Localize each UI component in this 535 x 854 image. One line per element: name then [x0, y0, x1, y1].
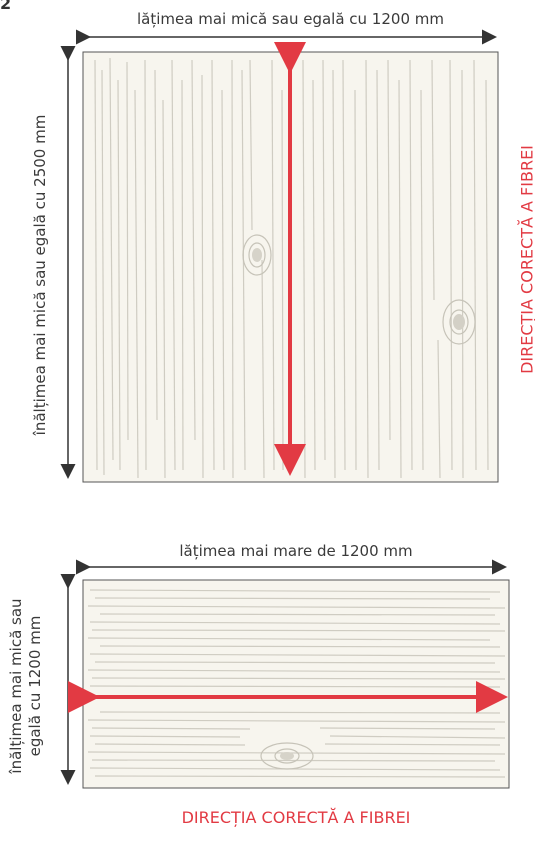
top-grain-direction-label: DIRECȚIA CORECTĂ A FIBREI: [517, 145, 535, 374]
bottom-width-label: lățimea mai mare de 1200 mm: [179, 542, 413, 560]
bottom-height-label: înălțimea mai mică sau egală cu 1200 mm: [7, 581, 45, 791]
top-width-label: lățimea mai mică sau egală cu 1200 mm: [137, 10, 444, 28]
grain-texture-vertical: [94, 57, 489, 479]
wood-knots: [242, 234, 476, 345]
bottom-height-label-line2: egală cu 1200 mm: [26, 615, 44, 757]
bottom-height-label-line1: înălțimea mai mică sau: [7, 598, 25, 774]
corner-mark: 2: [0, 0, 12, 13]
wood-knot-bottom: [260, 742, 314, 770]
top-height-label: înălțimea mai mică sau egală cu 2500 mm: [31, 114, 49, 436]
bottom-grain-direction-label: DIRECȚIA CORECTĂ A FIBREI: [181, 808, 411, 827]
wood-panel-horizontal: [82, 579, 510, 789]
